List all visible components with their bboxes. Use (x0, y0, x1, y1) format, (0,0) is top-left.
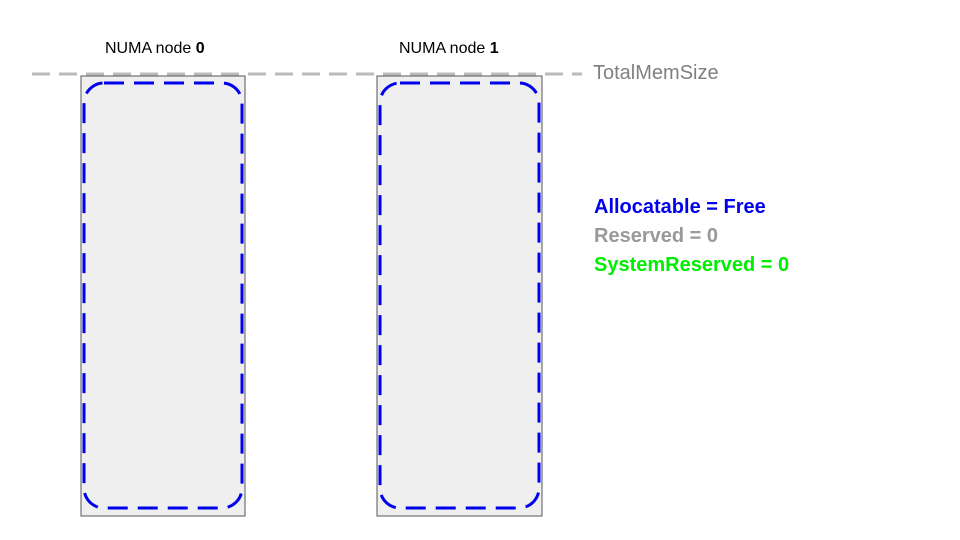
numa-node-1-id: 1 (489, 40, 499, 57)
legend-allocatable: Allocatable = Free (594, 196, 766, 218)
numa-node-0-id: 0 (195, 40, 205, 57)
total-mem-size-label: TotalMemSize (593, 62, 719, 84)
numa-node-0-label: NUMA node 0 (105, 40, 205, 58)
numa-node-0-label-prefix: NUMA node (105, 40, 196, 57)
numa-node-1-label: NUMA node 1 (399, 40, 499, 58)
legend-reserved: Reserved = 0 (594, 225, 718, 247)
legend: Allocatable = Free Reserved = 0 SystemRe… (594, 193, 789, 280)
legend-system-reserved: SystemReserved = 0 (594, 254, 790, 276)
numa-node-1-label-prefix: NUMA node (399, 40, 490, 57)
numa-node-0-box (80, 75, 246, 517)
numa-node-1-box (376, 75, 543, 517)
numa-node-1-allocatable-region (378, 81, 541, 510)
numa-node-0-allocatable-region (82, 81, 244, 510)
